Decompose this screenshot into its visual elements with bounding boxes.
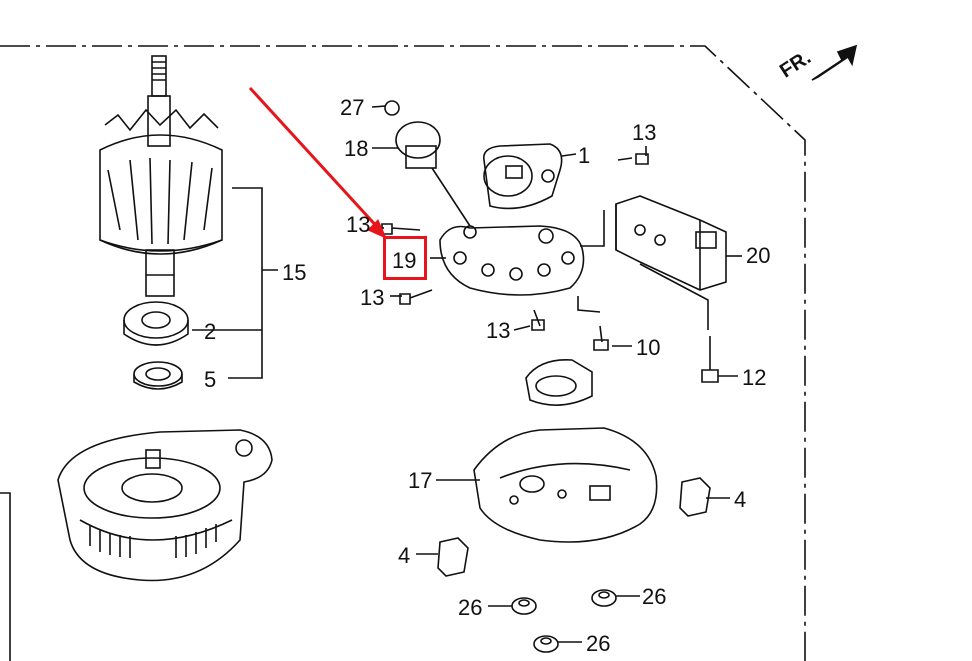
callout-4: 4 — [734, 487, 747, 512]
terminal-block-icon — [615, 195, 727, 291]
pointer-arrow — [248, 86, 387, 239]
callout-27: 27 — [340, 95, 365, 120]
callout-1: 1 — [578, 143, 591, 168]
highlight-box — [383, 236, 427, 280]
callout-20: 20 — [746, 243, 771, 268]
insulator-icon — [525, 359, 593, 406]
callout-12: 12 — [742, 365, 767, 390]
callout-26: 26 — [586, 631, 611, 656]
callout-13: 13 — [632, 120, 657, 145]
rear-cover-icon — [473, 427, 658, 543]
callout-13: 13 — [360, 285, 385, 310]
callout-26: 26 — [458, 595, 483, 620]
rectifier-icon — [439, 225, 585, 296]
terminal-insulator-icon — [437, 477, 711, 577]
callout-13: 13 — [486, 318, 511, 343]
callout-19: 19 — [392, 248, 417, 273]
callout-2: 2 — [204, 319, 217, 344]
bearing-icon — [123, 301, 189, 346]
callout-18: 18 — [344, 136, 369, 161]
callout-10: 10 — [636, 335, 661, 360]
callout-17: 17 — [408, 468, 433, 493]
frame-border — [0, 45, 806, 661]
seal-ring-icon — [133, 361, 183, 390]
left-bracket — [0, 492, 11, 661]
front-arrow-icon — [811, 44, 858, 81]
callout-26: 26 — [642, 584, 667, 609]
bolt-icon — [381, 153, 719, 383]
brush-holder-icon — [384, 100, 471, 227]
callout-15: 15 — [282, 260, 307, 285]
regulator-icon — [483, 143, 563, 210]
leader-lines — [192, 105, 742, 643]
callout-4: 4 — [398, 543, 411, 568]
callout-5: 5 — [204, 367, 217, 392]
end-housing-icon — [57, 429, 273, 582]
rotor-icon — [99, 55, 223, 297]
callout-13: 13 — [346, 212, 371, 237]
